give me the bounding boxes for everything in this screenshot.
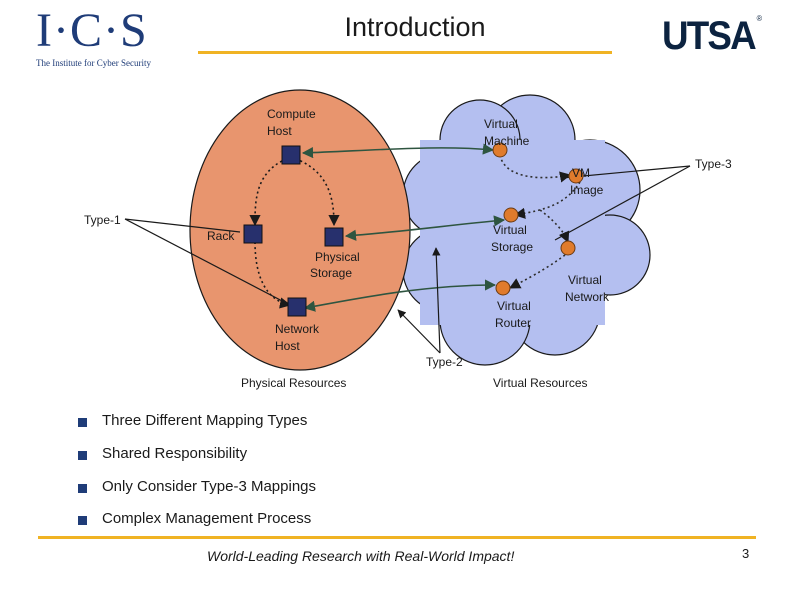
- link-vstorage-vnetwork: [539, 209, 570, 244]
- utsa-registered-mark: ®: [756, 14, 762, 23]
- virtual-machine-label-2: Machine: [484, 134, 530, 148]
- link-image-vstorage: [513, 181, 581, 219]
- footer-tagline: World-Leading Research with Real-World I…: [207, 548, 515, 564]
- type1-pointer-rack: [124, 218, 241, 233]
- bullet-text: Shared Responsibility: [102, 445, 248, 462]
- bullet-square-icon: [78, 516, 87, 525]
- vm-image-node: [568, 168, 584, 184]
- virtual-storage-node: [503, 207, 519, 223]
- bullet-square-icon: [78, 451, 87, 460]
- type3-pointer-vstorage: [554, 165, 691, 241]
- virtual-router-node: [495, 280, 511, 296]
- title-rule: [198, 51, 612, 54]
- virtual-machine-label-1: Virtual: [484, 117, 518, 131]
- rack-label: Rack: [207, 229, 235, 243]
- footer-rule: [38, 536, 756, 539]
- compute-host-label-1: Compute: [267, 107, 316, 121]
- virtual-router-label-2: Router: [495, 316, 531, 330]
- type1-pointer-network: [124, 218, 289, 305]
- vm-image-label-2: Image: [570, 183, 604, 197]
- type2-pointer-left: [397, 309, 441, 354]
- virtual-resources-label: Virtual Resources: [493, 376, 588, 390]
- type2-pointer-up: [432, 247, 441, 354]
- bullet-text: Three Different Mapping Types: [102, 412, 308, 429]
- virtual-network-label-2: Network: [565, 290, 610, 304]
- network-host-label-2: Host: [275, 339, 300, 353]
- type1-label: Type-1: [84, 213, 121, 227]
- page-number: 3: [742, 546, 750, 561]
- ics-logo-subtitle: The Institute for Cyber Security: [36, 58, 151, 68]
- physical-storage-node: [324, 227, 344, 247]
- virtual-router-label-1: Virtual: [497, 299, 531, 313]
- link-rack-network: [254, 241, 292, 309]
- link-vm-image: [499, 154, 572, 183]
- vm-image-label-1: VM: [572, 166, 590, 180]
- rack-node: [243, 224, 263, 244]
- slide-title: Introduction: [344, 12, 486, 42]
- virtual-network-label-1: Virtual: [568, 273, 602, 287]
- network-host-node: [287, 297, 307, 317]
- link-vnetwork-vrouter: [509, 254, 566, 289]
- ics-logo: I·C·S The Institute for Cyber Security: [36, 6, 166, 72]
- bullet-text: Complex Management Process: [102, 510, 312, 527]
- mapping-storage-vstorage: [344, 215, 506, 241]
- physical-storage-label-2: Storage: [310, 266, 352, 280]
- ics-logo-mark: I·C·S: [36, 4, 148, 57]
- virtual-machine-node: [492, 142, 508, 158]
- resource-mapping-diagram: Compute Host Rack Physical Storage Netwo…: [84, 89, 732, 390]
- type3-label: Type-3: [695, 157, 732, 171]
- utsa-logo: UTSA®: [662, 14, 772, 59]
- utsa-logo-mark: UTSA: [662, 14, 757, 58]
- physical-resources-label: Physical Resources: [241, 376, 346, 390]
- bullet-square-icon: [78, 418, 87, 427]
- link-compute-rack: [249, 156, 292, 227]
- compute-host-label-2: Host: [267, 124, 292, 138]
- bullet-square-icon: [78, 484, 87, 493]
- virtual-storage-label-2: Storage: [491, 240, 533, 254]
- compute-host-node: [281, 145, 301, 165]
- virtual-network-node: [560, 240, 576, 256]
- physical-storage-label-1: Physical: [315, 250, 360, 264]
- link-compute-physical-storage: [290, 156, 340, 227]
- network-host-label-1: Network: [275, 322, 320, 336]
- type2-label: Type-2: [426, 355, 463, 369]
- bullet-text: Only Consider Type-3 Mappings: [102, 478, 316, 495]
- mapping-compute-vm: [301, 143, 495, 159]
- virtual-storage-label-1: Virtual: [493, 223, 527, 237]
- mapping-network-vrouter: [303, 279, 497, 312]
